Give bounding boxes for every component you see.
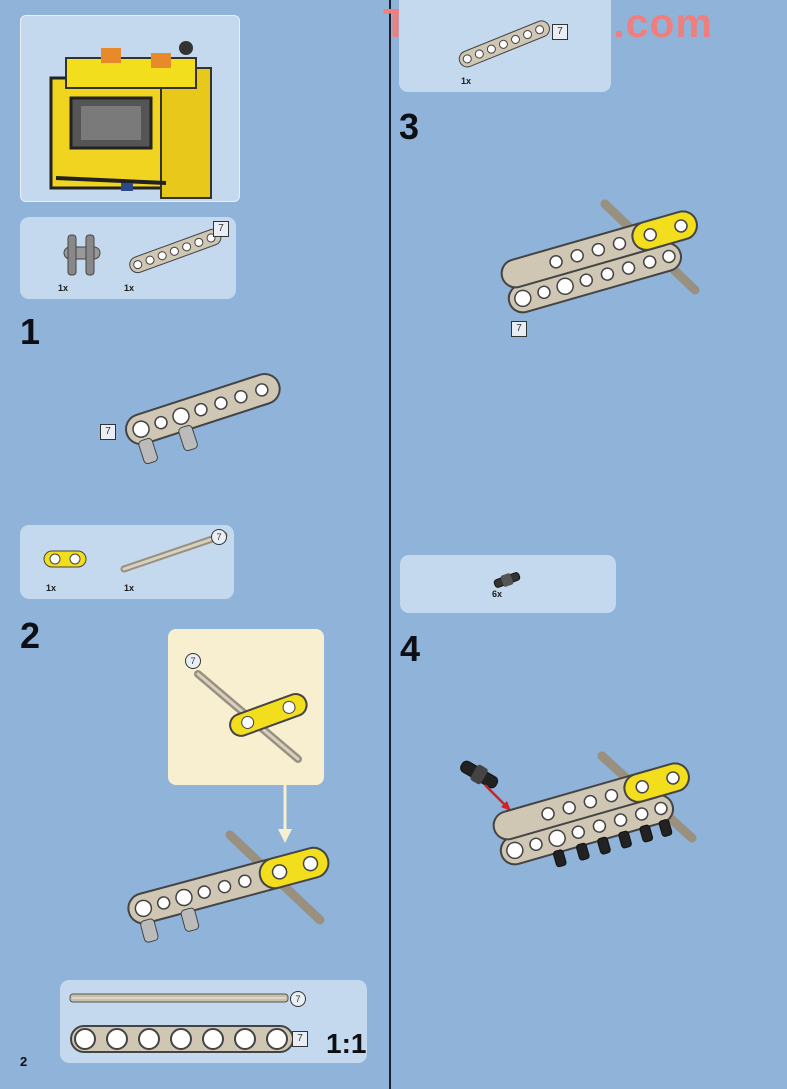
part-quantity: 6x: [492, 589, 503, 599]
parts-box-step-1: 1x 1x 7: [20, 217, 236, 299]
parts-box-step-3: 1x 7: [399, 0, 611, 92]
step-1-assembly: [125, 372, 281, 465]
column-divider: [389, 0, 391, 1089]
length-tag: 7: [211, 529, 227, 545]
step-number: 1: [20, 311, 41, 352]
parts-box-step-2: 1x 1x 7: [20, 525, 234, 599]
step-number: 3: [399, 106, 420, 147]
length-tag: 7: [100, 424, 116, 440]
scale-ruler-box: 7 7 1:1: [60, 980, 367, 1063]
axle-scale: [69, 993, 289, 1003]
beam-part: [458, 20, 550, 68]
part-quantity: 1x: [46, 583, 57, 593]
length-tag: 7: [511, 321, 527, 337]
parts-box-step-4: 6x: [400, 555, 616, 613]
axle-part: [120, 531, 228, 573]
step-2-assembly: [127, 830, 330, 943]
yellow-connector-part: [43, 550, 87, 568]
length-tag: 7: [290, 991, 306, 1007]
step-2-callout: 7: [168, 629, 324, 785]
step-number: 4: [400, 628, 421, 669]
insert-arrow: [278, 785, 292, 843]
connector-part: [63, 234, 101, 276]
callout-subassembly: [194, 670, 308, 763]
length-tag: 7: [213, 221, 229, 237]
length-tag: 7: [185, 653, 201, 669]
scale-label: 1:1: [326, 1028, 367, 1059]
model-image: [49, 41, 212, 199]
page-number: 2: [20, 1054, 28, 1069]
step-3-assembly: [500, 199, 700, 314]
step-number: 2: [20, 615, 41, 656]
model-thumbnail: [20, 15, 240, 202]
part-quantity: 1x: [124, 583, 135, 593]
beam-part: [129, 228, 222, 274]
part-quantity: 1x: [58, 283, 69, 293]
beam-scale: [70, 1025, 294, 1053]
pin-part: [493, 572, 521, 588]
step-4-assembly: [492, 751, 697, 868]
length-tag: 7: [292, 1031, 308, 1047]
part-quantity: 1x: [461, 76, 472, 86]
part-quantity: 1x: [124, 283, 135, 293]
step-4-pin-detail: [460, 760, 511, 811]
length-tag: 7: [552, 24, 568, 40]
